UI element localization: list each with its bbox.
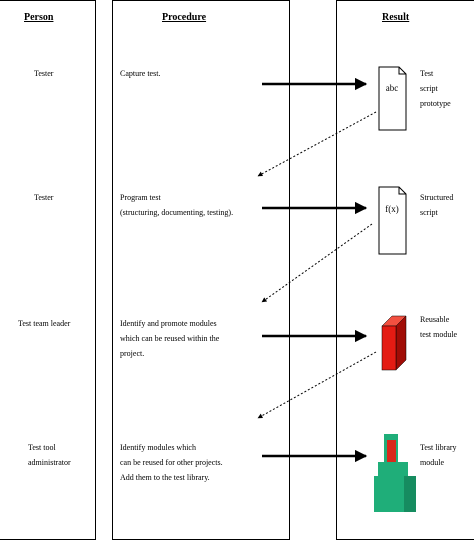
procedure-header: Procedure — [162, 12, 207, 23]
procedure-text-row2: Program test(structuring, documenting, t… — [120, 193, 234, 217]
person-label-row2: Tester — [34, 193, 54, 202]
library-stack-icon — [374, 434, 416, 512]
procedure-column — [112, 0, 290, 540]
document-icon: abc — [378, 66, 407, 131]
result-header: Result — [382, 12, 410, 23]
person-column — [0, 0, 96, 540]
document-icon-label: f(x) — [385, 204, 399, 214]
document-icon: f(x) — [378, 186, 407, 255]
red-cube-icon — [381, 315, 407, 371]
person-header: Person — [24, 12, 54, 23]
person-label-row1: Tester — [34, 69, 54, 78]
document-icon-label: abc — [386, 83, 399, 93]
person-label-row3: Test team leader — [18, 319, 71, 328]
procedure-text-row1: Capture test. — [120, 69, 161, 78]
